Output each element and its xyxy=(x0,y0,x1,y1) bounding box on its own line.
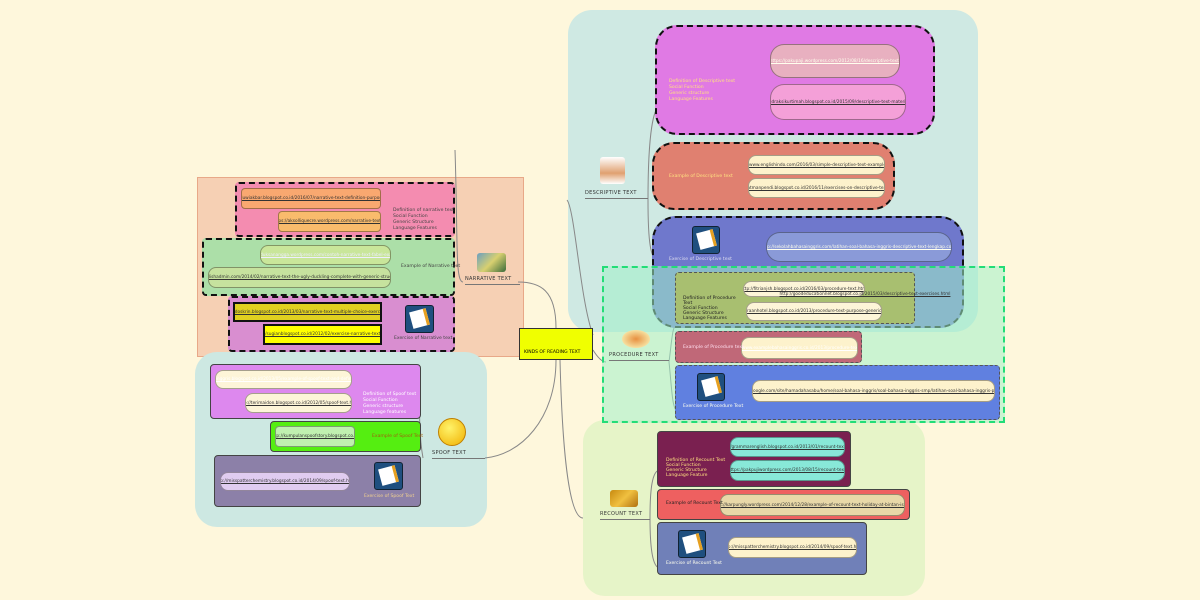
link[interactable]: http://misspatterchemistry.blogspot.co.i… xyxy=(220,472,350,491)
recount-hub[interactable]: RECOUNT TEXT xyxy=(600,511,650,520)
link[interactable]: http://goodeducationnet.blogspot.co.id/2… xyxy=(779,291,951,297)
link[interactable]: https://aksolliquecre.wordpress.com/narr… xyxy=(278,211,381,232)
exercise-document-icon xyxy=(405,305,434,333)
link[interactable]: http://fitrianjsh.blogspot.co.id/2016/03… xyxy=(743,281,865,297)
narrative-hub[interactable]: NARRATIVE TEXT xyxy=(465,276,520,285)
link[interactable]: https://pakpujiwordpress.com/2013/08/15/… xyxy=(730,460,845,481)
link[interactable]: http://englishadmin.com/2014/02/narrativ… xyxy=(208,267,391,288)
connector-spoof xyxy=(484,359,557,459)
link[interactable]: https://sites.google.com/site/hamadahasa… xyxy=(752,380,995,402)
link[interactable]: http://duwiakbar.blogspot.co.id/2016/07/… xyxy=(241,188,381,209)
food-dish-icon xyxy=(622,330,650,348)
link[interactable]: http://misspatterchemistry.blogspot.co.i… xyxy=(728,537,857,558)
connector-descriptive xyxy=(566,199,594,336)
procedure-hub[interactable]: PROCEDURE TEXT xyxy=(609,352,669,361)
link[interactable]: http://indoskrin.blogspot.co.id/2013/03/… xyxy=(233,302,382,322)
link[interactable]: http://sekolahbahasainggris.com/latihan-… xyxy=(766,232,952,262)
link[interactable]: http://duksanangga.wordpress.com/contoh-… xyxy=(260,245,391,265)
central-label: KINDS OF READING TEXT xyxy=(524,350,581,355)
link[interactable]: http://www.examplebahasainggris.co.id/20… xyxy=(741,337,858,359)
procedure-exercise-label: Exercise of Procedure Text xyxy=(683,404,744,409)
recount-exercise-label: Exercise of Recount Text xyxy=(666,561,722,566)
link[interactable]: http://sugianblogspot.co.id/2012/02/exer… xyxy=(263,324,382,345)
link[interactable]: http://kumpulanspoofstory.blogspot.co.id… xyxy=(275,426,355,447)
link[interactable]: http://grammarenglish.blogspot.co.id/201… xyxy=(730,437,845,457)
link[interactable]: http://terimaidon.blogspot.co.id/2012/05… xyxy=(245,393,352,413)
spoof-exercise-label: Exercise of Spoof Text xyxy=(364,494,415,499)
procedure-example-label: Example of Procedure text xyxy=(683,345,744,350)
connector-recount xyxy=(559,359,584,519)
link[interactable]: http://kudraksikurtimah.blogspot.co.id/2… xyxy=(770,84,906,120)
link[interactable]: http://bhsinggris.blogspot.co.id/2013/05… xyxy=(215,370,352,389)
exercise-document-icon xyxy=(374,462,403,490)
narrative-exercise-label: Exercise of Narrative text xyxy=(394,336,453,341)
gold-recount-icon xyxy=(610,490,638,507)
exercise-document-icon xyxy=(678,530,706,558)
link[interactable]: http://www.englishindo.com/2016/03/simpl… xyxy=(748,155,885,175)
descriptive-example-label: Example of Descriptive text xyxy=(669,174,733,179)
central-node[interactable]: KINDS OF READING TEXT xyxy=(519,328,593,360)
spoof-hub[interactable]: SPOOF TEXT xyxy=(432,450,485,459)
exercise-document-icon xyxy=(692,226,720,254)
branch-narrative xyxy=(454,149,464,283)
descriptive-hub[interactable]: DESCRIPTIVE TEXT xyxy=(585,190,648,199)
laughing-face-icon xyxy=(438,418,466,446)
descriptive-exercise-label: Exercise of Descriptive text xyxy=(669,257,732,262)
exercise-document-icon xyxy=(697,373,725,401)
narrative-picture-icon xyxy=(477,253,506,272)
narrative-example-label: Example of Narrative text xyxy=(401,264,461,269)
link[interactable]: http://atmanpendi.blogspot.co.id/2016/11… xyxy=(748,178,885,198)
recount-example-label: Example of Recount Text xyxy=(666,501,723,506)
connector-narrative xyxy=(517,281,557,329)
descriptive-example-node[interactable] xyxy=(652,142,895,210)
spoof-example-label: Example of Spoof Text xyxy=(372,434,424,439)
link[interactable]: https://pakupaji.wordpress.com/2012/08/1… xyxy=(770,44,900,78)
link[interactable]: https://karpungly.wordpress.com/2014/12/… xyxy=(720,494,905,516)
link[interactable]: http://pemeliharaanhotel.blogspot.co.id/… xyxy=(746,302,882,321)
kitten-icon xyxy=(600,157,625,184)
